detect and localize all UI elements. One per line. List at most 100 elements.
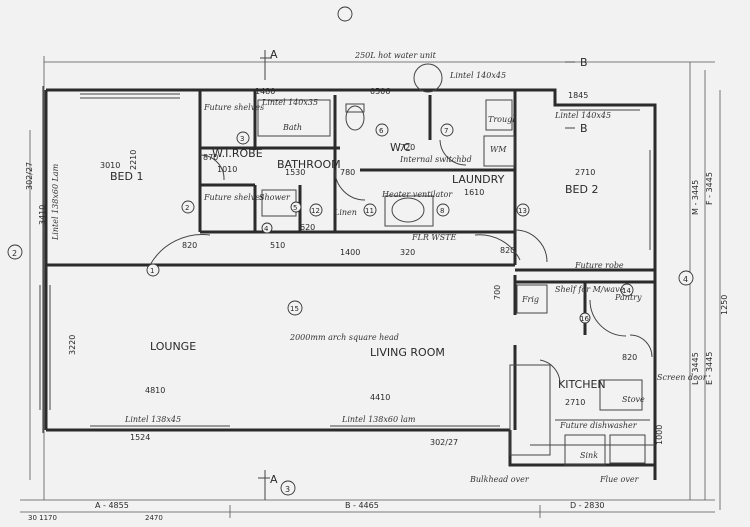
note-heater: Heater ventilator: [381, 190, 453, 199]
svg-text:1010: 1010: [217, 165, 237, 174]
sink: [564, 434, 606, 466]
note-arch: 2000mm arch square head: [289, 333, 399, 342]
exterior-walls: [42, 86, 657, 480]
svg-text:3220: 3220: [68, 335, 77, 355]
dimension-values: 1480 0506 1845 3010 870 1010 1530 720 78…: [25, 87, 664, 447]
note-lintel-bath: Lintel 140x35: [261, 98, 318, 107]
room-bathroom: BATHROOM: [277, 158, 341, 171]
note-bath: Bath: [282, 123, 302, 132]
fridge-space: [516, 284, 548, 314]
stove: [599, 379, 643, 411]
svg-text:13: 13: [518, 207, 527, 215]
note-shelf-microwave: Shelf for M/wave: [555, 285, 625, 294]
note-wm: WM: [490, 145, 507, 154]
note-stove: Stove: [622, 395, 645, 404]
svg-text:11: 11: [365, 207, 374, 215]
svg-text:820: 820: [182, 241, 197, 250]
svg-text:1610: 1610: [464, 188, 484, 197]
svg-text:3: 3: [285, 485, 290, 494]
svg-text:700: 700: [493, 285, 502, 300]
note-pantry: Pantry: [614, 293, 642, 302]
svg-text:1400: 1400: [340, 248, 360, 257]
hot-water-unit: [413, 63, 443, 93]
door-swings: [149, 139, 653, 385]
section-a-top: A: [270, 48, 278, 61]
marker-numbers: 2 3 4 1 2 3 4 5 6 7 8 11 12 15 13 14 16: [12, 127, 688, 494]
svg-text:6: 6: [379, 127, 384, 135]
note-sink: Sink: [580, 451, 598, 460]
basin: [391, 197, 425, 223]
svg-text:4410: 4410: [370, 393, 390, 402]
note-future-shelves-2: Future shelves: [203, 193, 264, 202]
note-dishwasher: Future dishwasher: [559, 421, 638, 430]
svg-text:302/27: 302/27: [430, 438, 458, 447]
overall-dimensions: A - 4855 B - 4465 D - 2830 30 1170 2470 …: [28, 172, 729, 522]
svg-text:4810: 4810: [145, 386, 165, 395]
svg-text:2470: 2470: [145, 514, 163, 522]
note-screen-door: Screen door: [657, 373, 708, 382]
svg-text:30 1170: 30 1170: [28, 514, 57, 522]
svg-text:820: 820: [622, 353, 637, 362]
section-markers: [258, 50, 575, 500]
room-wc: W.C: [390, 141, 411, 154]
note-lintel-top: Lintel 140x45: [449, 71, 506, 80]
room-laundry: LAUNDRY: [452, 173, 505, 186]
svg-text:16: 16: [580, 315, 589, 323]
note-future-shelves-1: Future shelves: [203, 103, 264, 112]
svg-text:5: 5: [293, 204, 297, 212]
kitchen-bench: [509, 364, 551, 456]
svg-text:1524: 1524: [130, 433, 150, 442]
room-labels: BED 1 W.I.ROBE BATHROOM W.C LAUNDRY BED …: [110, 141, 606, 391]
svg-text:M - 3445: M - 3445: [691, 180, 700, 215]
svg-text:2: 2: [12, 249, 17, 258]
svg-text:B - 4465: B - 4465: [345, 501, 379, 510]
room-lounge: LOUNGE: [150, 340, 196, 353]
svg-text:870: 870: [203, 153, 218, 162]
toilet-bowl: [345, 105, 365, 131]
note-lintel-living: Lintel 138x60 lam: [341, 415, 416, 424]
note-switchbd: Internal switchbd: [399, 155, 472, 164]
note-fridge: Frig: [521, 295, 539, 304]
room-living: LIVING ROOM: [370, 346, 445, 359]
svg-text:1: 1: [150, 267, 154, 275]
svg-text:820: 820: [500, 246, 515, 255]
note-lintel-bed2: Lintel 140x45: [554, 111, 611, 120]
svg-text:2710: 2710: [575, 168, 595, 177]
dimension-lines: [20, 56, 721, 518]
note-trough: Trough: [488, 115, 517, 124]
svg-text:3010: 3010: [100, 161, 120, 170]
bath-tub: [257, 99, 331, 137]
svg-text:8: 8: [440, 207, 444, 215]
note-bulkhead-1: Bulkhead over: [469, 475, 530, 484]
svg-text:4: 4: [683, 275, 688, 284]
svg-text:4: 4: [264, 225, 269, 233]
fixtures: [257, 63, 655, 466]
grid-markers: [7, 6, 694, 496]
svg-text:15: 15: [290, 305, 299, 313]
svg-text:320: 320: [400, 248, 415, 257]
section-b-top: B: [580, 56, 588, 69]
note-future-robe: Future robe: [574, 261, 624, 270]
section-a-bottom: A: [270, 473, 278, 486]
svg-text:2: 2: [185, 204, 189, 212]
section-letters: A A B B: [270, 48, 588, 486]
note-hot-water: 250L hot water unit: [354, 51, 437, 60]
svg-text:2710: 2710: [565, 398, 585, 407]
svg-text:L - 3445: L - 3445: [691, 352, 700, 385]
note-lintel-lounge: Lintel 138x45: [124, 415, 181, 424]
svg-text:620: 620: [300, 223, 315, 232]
svg-text:A - 4855: A - 4855: [95, 501, 129, 510]
svg-text:2210: 2210: [129, 150, 138, 170]
svg-text:1845: 1845: [568, 91, 588, 100]
room-bed1: BED 1: [110, 170, 143, 183]
note-linen: Linen: [333, 208, 357, 217]
svg-text:302/27: 302/27: [25, 162, 34, 190]
washing-machine: [483, 135, 515, 167]
svg-text:3410: 3410: [38, 205, 47, 225]
note-shower: Shower: [259, 193, 291, 202]
svg-text:0506: 0506: [370, 87, 390, 96]
svg-text:E - 3445: E - 3445: [705, 352, 714, 385]
section-b-top2: B: [580, 122, 588, 135]
svg-text:1530: 1530: [285, 168, 305, 177]
